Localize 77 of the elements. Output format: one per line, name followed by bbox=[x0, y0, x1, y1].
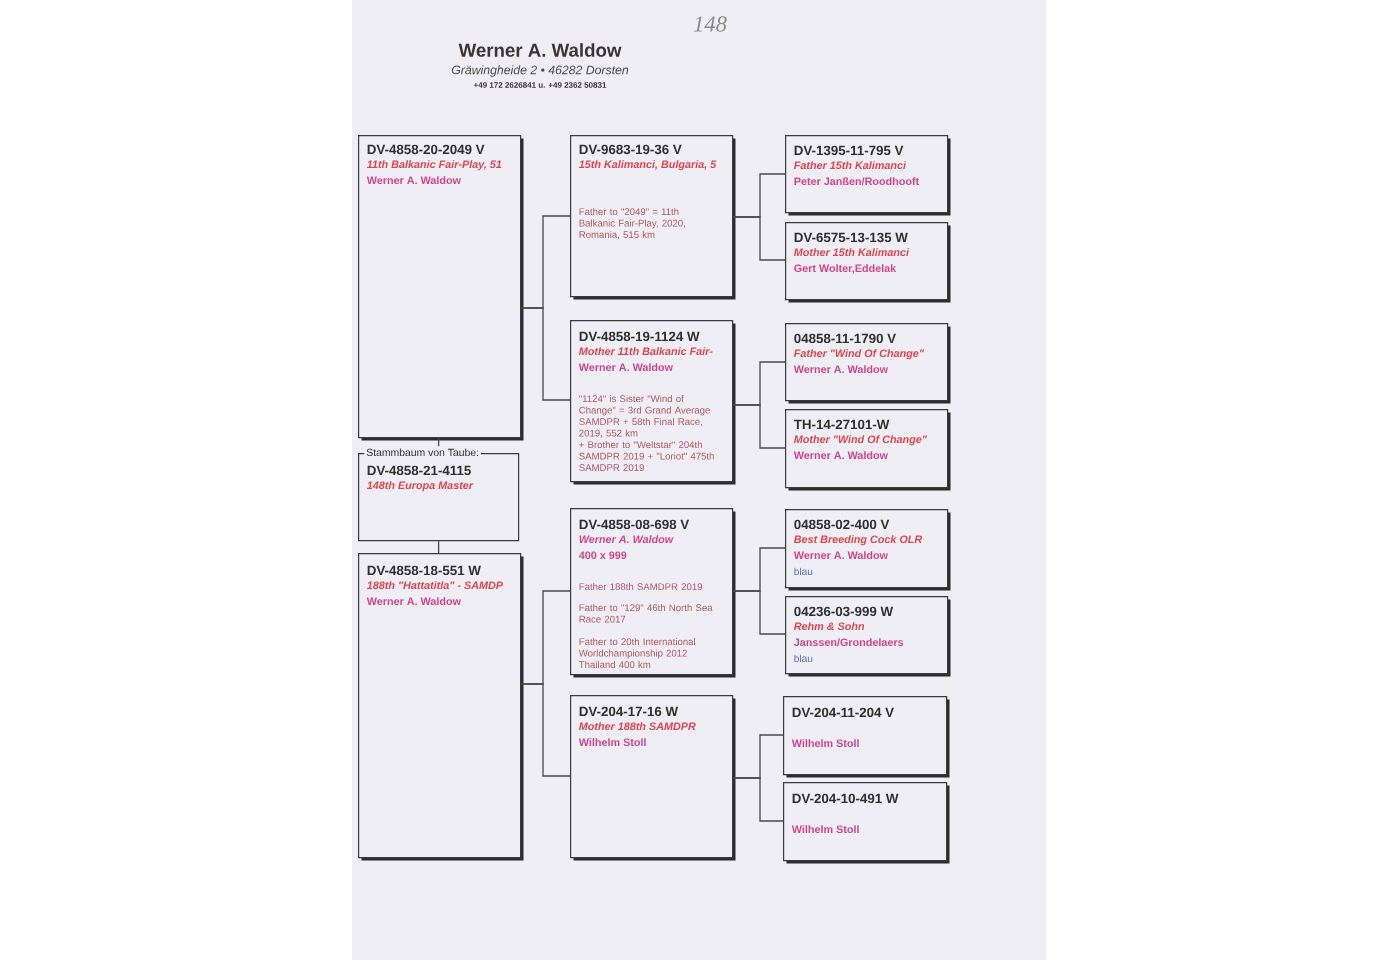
connector-line bbox=[732, 590, 786, 635]
breeder-name: Werner A. Waldow bbox=[578, 363, 673, 372]
ring-number: 04858-02-400 V bbox=[794, 519, 890, 530]
connector-line bbox=[732, 404, 786, 449]
pedigree-box bbox=[785, 509, 951, 591]
connector-line bbox=[520, 683, 571, 777]
connector-line bbox=[732, 216, 786, 261]
ring-number: DV-6575-13-135 W bbox=[794, 232, 908, 243]
ring-number: DV-204-17-16 W bbox=[579, 706, 679, 717]
ring-number: DV-4858-18-551 W bbox=[367, 565, 481, 576]
ring-number: DV-204-10-491 W bbox=[792, 793, 899, 804]
handwritten-number: 148 bbox=[693, 16, 727, 32]
connector-line bbox=[732, 777, 784, 822]
achievement-text: Father "Wind Of Change" bbox=[793, 349, 924, 360]
connector-line bbox=[437, 437, 440, 447]
breeder-name: Werner A. Waldow bbox=[579, 535, 674, 544]
breeder-name: Gert Wolter,Eddelak bbox=[794, 264, 897, 274]
ring-number: DV-9683-19-36 V bbox=[579, 144, 682, 155]
achievement-text: Rehm & Sohn bbox=[793, 622, 865, 631]
breeder-name: Wilhelm Stoll bbox=[791, 739, 859, 748]
phone-numbers: +49 172 2626841 u. +49 2362 50831 bbox=[473, 82, 607, 88]
connector-line bbox=[437, 540, 440, 554]
breeder-name: Werner A. Waldow bbox=[366, 597, 461, 606]
color-note: blau bbox=[794, 654, 813, 663]
box-heading: Stammbaum von Taube: bbox=[364, 446, 481, 459]
note-text: Father to "2049" = 11th Balkanic Fair-Play, 2020, Romania, 515 km bbox=[579, 208, 685, 240]
pedigree-box bbox=[570, 695, 736, 861]
achievement-text: 148th Europa Master bbox=[366, 481, 474, 492]
name-heading: Werner A. Waldow bbox=[458, 43, 622, 57]
pedigree-box bbox=[783, 696, 950, 778]
pedigree-box bbox=[785, 409, 951, 491]
note-text: Father 188th SAMDPR 2019 bbox=[579, 583, 703, 591]
pedigree-box bbox=[358, 446, 520, 542]
achievement-text: 11th Balkanic Fair-Play, 51 bbox=[366, 160, 502, 171]
achievement-text: Mother 188th SAMDPR bbox=[578, 722, 696, 731]
achievement-text: Mother 11th Balkanic Fair- bbox=[578, 347, 713, 356]
breeder-name: Werner A. Waldow bbox=[793, 551, 888, 560]
ring-number: DV-1395-11-795 V bbox=[794, 145, 904, 156]
achievement-text: Mother "Wind Of Change" bbox=[793, 435, 927, 446]
note-text: "1124" is Sister "Wind of Change" = 3rd Grand Average SAMDPR + 58th Final Race, 2019, 552 km bbox=[579, 395, 710, 438]
ring-number: DV-4858-20-2049 V bbox=[367, 144, 485, 155]
ring-number: 04236-03-999 W bbox=[794, 606, 894, 617]
breeder-name: Werner A. Waldow bbox=[793, 365, 888, 374]
achievement-text: 15th Kalimanci, Bulgaria, 5 bbox=[578, 160, 717, 171]
ring-number: TH-14-27101-W bbox=[793, 419, 890, 430]
note-text: Father to 20th International Worldchampionship 2012 Thailand 400 km bbox=[578, 638, 695, 668]
address-text: Gräwingheide 2 • 46282 Dorsten bbox=[451, 65, 629, 77]
color-note: blau bbox=[794, 567, 813, 576]
pedigree-box bbox=[570, 508, 736, 678]
achievement-text: Father 15th Kalimanci bbox=[793, 161, 907, 170]
ring-number: DV-204-11-204 V bbox=[792, 707, 894, 718]
achievement-text: Best Breeding Cock OLR bbox=[793, 535, 923, 546]
ring-number: DV-4858-19-1124 W bbox=[579, 331, 700, 342]
breeder-name: Werner A. Waldow bbox=[366, 176, 461, 185]
ring-number: DV-4858-21-4115 bbox=[367, 465, 471, 476]
breeder-name: Wilhelm Stoll bbox=[791, 825, 859, 834]
breeder-name: Janssen/Grondelaers bbox=[793, 638, 904, 647]
note-text: + Brother to "Weltstar" 204th SAMDPR 2019 + "Loriot" 475th SAMDPR 2019 bbox=[579, 441, 714, 471]
breeder-name: Wilhelm Stoll bbox=[578, 738, 646, 747]
ring-number: 04858-11-1790 V bbox=[794, 333, 896, 344]
pedigree-box bbox=[783, 782, 950, 864]
note-text: Father to "129" 46th North Sea Race 2017 bbox=[579, 604, 713, 623]
pedigree-box bbox=[358, 135, 524, 441]
pedigree-box bbox=[785, 222, 951, 303]
breeder-name: Peter Janßen/Roodhooft bbox=[794, 177, 920, 186]
connector-line bbox=[520, 307, 571, 401]
ring-number: DV-4858-08-698 V bbox=[579, 519, 690, 530]
pedigree-box bbox=[785, 135, 951, 216]
pedigree-box bbox=[785, 323, 951, 404]
pedigree-box bbox=[570, 320, 736, 485]
pedigree-box bbox=[358, 553, 524, 861]
achievement-text: 188th "Hattatitla" - SAMDP bbox=[366, 581, 504, 590]
breeder-name: Werner A. Waldow bbox=[793, 451, 888, 460]
achievement-text: Mother 15th Kalimanci bbox=[793, 248, 910, 257]
breeder-name: 400 x 999 bbox=[578, 551, 627, 560]
pedigree-box bbox=[785, 596, 951, 677]
pedigree-box bbox=[570, 135, 736, 300]
